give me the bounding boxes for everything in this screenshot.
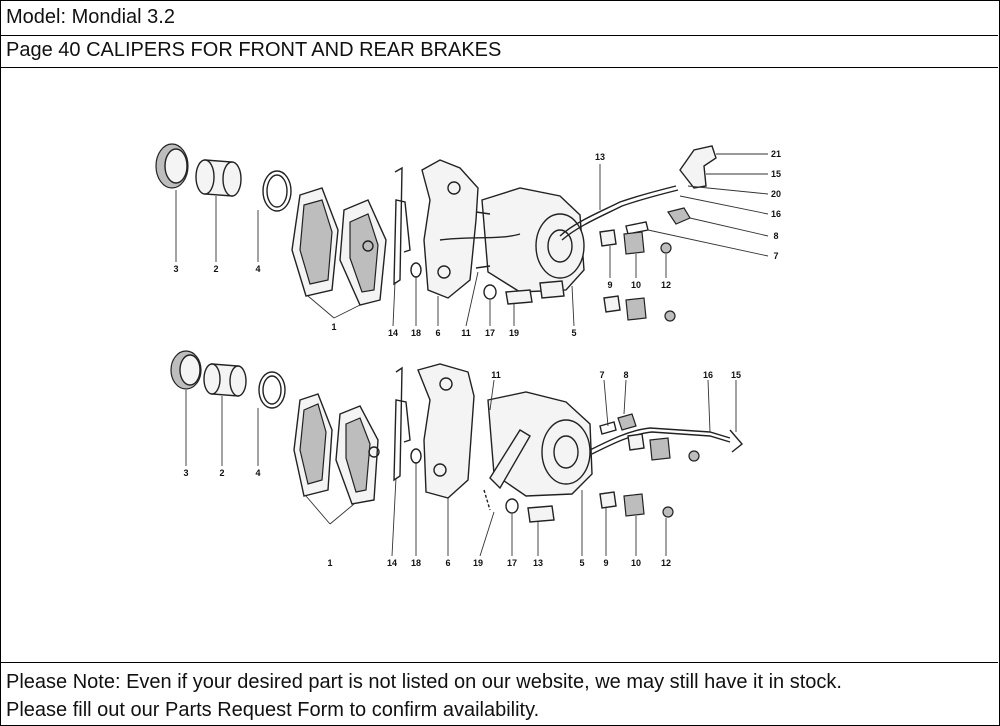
rear-caliper-bracket	[410, 363, 475, 499]
rear-piston	[203, 363, 247, 397]
rear-label-12: 12	[661, 558, 671, 568]
front-line-bracket	[679, 145, 717, 189]
rear-label-13: 13	[533, 558, 543, 568]
front-label-12: 12	[661, 280, 671, 290]
front-label-11: 11	[461, 328, 471, 338]
front-label-17: 17	[485, 328, 495, 338]
model-header: Model: Mondial 3.2	[0, 0, 998, 36]
rear-label-17: 17	[507, 558, 517, 568]
front-label-16: 16	[771, 209, 781, 219]
rear-brake-pads	[293, 393, 380, 505]
rear-guide-pins	[599, 433, 700, 518]
rear-spring-clip	[393, 366, 411, 482]
rear-label-14: 14	[387, 558, 397, 568]
rear-leader-lines	[185, 379, 737, 557]
front-ring	[262, 170, 292, 212]
front-label-13: 13	[595, 152, 605, 162]
rear-label-5: 5	[579, 558, 584, 568]
rear-label-9: 9	[603, 558, 608, 568]
rear-part-labels: 3 2 4 1 14 18 6 11 19 17 13 5 7 8 16 15 …	[183, 370, 741, 568]
rear-washer	[505, 498, 519, 514]
stock-note: Please Note: Even if your desired part i…	[0, 662, 998, 724]
rear-label-1: 1	[327, 558, 332, 568]
rear-seal-ring	[170, 350, 202, 390]
rear-label-11: 11	[491, 370, 501, 380]
exploded-view-drawing: 3 2 4 1 14 18 6 11 17 19 5 13 9 10 12 21…	[155, 143, 781, 568]
front-label-6: 6	[435, 328, 440, 338]
front-spring-clip	[393, 166, 411, 286]
page-header: Page 40 CALIPERS FOR FRONT AND REAR BRAK…	[0, 36, 998, 68]
rear-label-16: 16	[703, 370, 713, 380]
front-guide-pins	[599, 229, 676, 322]
front-part-labels: 3 2 4 1 14 18 6 11 17 19 5 13 9 10 12 21…	[173, 149, 781, 338]
note-line-2: Please fill out our Parts Request Form t…	[6, 699, 540, 721]
front-washer	[483, 284, 497, 300]
front-brake-pads	[291, 187, 387, 306]
page-title: Page 40 CALIPERS FOR FRONT AND REAR BRAK…	[6, 39, 502, 61]
front-bolt	[505, 289, 533, 305]
rear-label-2: 2	[219, 468, 224, 478]
front-label-21: 21	[771, 149, 781, 159]
front-label-3: 3	[173, 264, 178, 274]
front-caliper-bracket	[410, 159, 479, 299]
rear-bleed-cap	[617, 413, 637, 431]
rear-ring	[258, 371, 286, 409]
rear-label-15: 15	[731, 370, 741, 380]
front-leader-lines	[175, 153, 769, 327]
front-label-15: 15	[771, 169, 781, 179]
rear-label-4: 4	[255, 468, 260, 478]
front-label-2: 2	[213, 264, 218, 274]
front-label-4: 4	[255, 264, 260, 274]
rear-caliper-assembly	[170, 350, 744, 523]
front-brake-line	[559, 185, 677, 237]
rear-caliper-body	[483, 391, 593, 511]
front-label-14: 14	[388, 328, 398, 338]
front-label-10: 10	[631, 280, 641, 290]
front-caliper-body	[439, 187, 585, 293]
front-label-9: 9	[607, 280, 612, 290]
front-label-18: 18	[411, 328, 421, 338]
note-line-1: Please Note: Even if your desired part i…	[6, 671, 842, 693]
front-label-7: 7	[773, 251, 778, 261]
front-piston	[195, 159, 242, 197]
rear-label-7: 7	[599, 370, 604, 380]
model-title: Model: Mondial 3.2	[6, 6, 175, 28]
rear-label-8: 8	[623, 370, 628, 380]
front-label-19: 19	[509, 328, 519, 338]
rear-label-10: 10	[631, 558, 641, 568]
rear-label-19: 19	[473, 558, 483, 568]
front-bleed-cap	[667, 207, 691, 225]
front-label-8: 8	[773, 231, 778, 241]
rear-bolt	[527, 505, 555, 523]
front-caliper-assembly	[155, 143, 717, 322]
front-label-5: 5	[571, 328, 576, 338]
rear-label-6: 6	[445, 558, 450, 568]
front-seal-ring	[155, 143, 189, 189]
rear-label-18: 18	[411, 558, 421, 568]
rear-brake-line	[589, 427, 731, 451]
parts-diagram: 3 2 4 1 14 18 6 11 17 19 5 13 9 10 12 21…	[0, 68, 998, 662]
front-label-1: 1	[331, 322, 336, 332]
rear-label-3: 3	[183, 468, 188, 478]
front-label-20: 20	[771, 189, 781, 199]
